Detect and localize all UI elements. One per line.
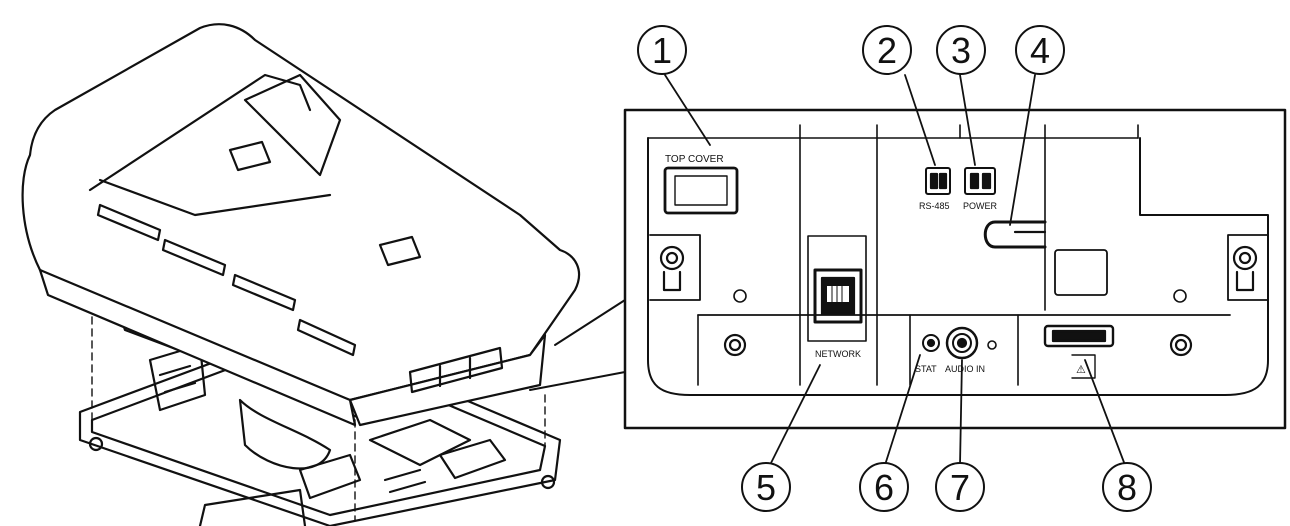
multi-connector <box>1043 324 1115 379</box>
callout-circle-6 <box>859 462 909 512</box>
right-bracket-icon <box>1169 234 1269 357</box>
audio-in-label: AUDIO IN <box>945 364 985 374</box>
callout-number-6: 6 <box>874 467 894 508</box>
callout-leaders <box>664 74 1126 466</box>
callout-number-4: 4 <box>1030 30 1050 71</box>
callout-number-2: 2 <box>877 30 897 71</box>
cable-slot <box>983 220 1047 249</box>
callout-circle-8 <box>1102 462 1152 512</box>
callout-number-1: 1 <box>652 30 672 71</box>
callout-circle-3 <box>936 25 986 75</box>
top-cover-label: TOP COVER <box>665 154 724 165</box>
rs485-label: RS-485 <box>919 201 950 211</box>
housing-illustration <box>21 23 581 526</box>
callout-number-8: 8 <box>1117 467 1137 508</box>
top-cover-switch <box>663 166 739 215</box>
network-port <box>807 235 867 342</box>
warning-icon: ⚠ <box>1076 364 1086 376</box>
power-label: POWER <box>963 201 998 211</box>
left-bracket-icon <box>649 234 747 357</box>
callout-circle-1 <box>637 25 687 75</box>
network-label: NETWORK <box>815 349 861 359</box>
power-dip-switch <box>964 167 996 195</box>
audio-in-jack <box>945 326 979 360</box>
connector-panel <box>623 108 1287 430</box>
callout-circles <box>637 25 1152 512</box>
rs485-dip-switch <box>925 167 951 195</box>
callout-circle-5 <box>741 462 791 512</box>
callout-circle-2 <box>862 25 912 75</box>
stat-label: STAT <box>915 364 937 374</box>
callout-number-3: 3 <box>951 30 971 71</box>
callout-circle-7 <box>935 462 985 512</box>
callout-number-7: 7 <box>950 467 970 508</box>
callout-circle-4 <box>1015 25 1065 75</box>
callout-number-5: 5 <box>756 467 776 508</box>
